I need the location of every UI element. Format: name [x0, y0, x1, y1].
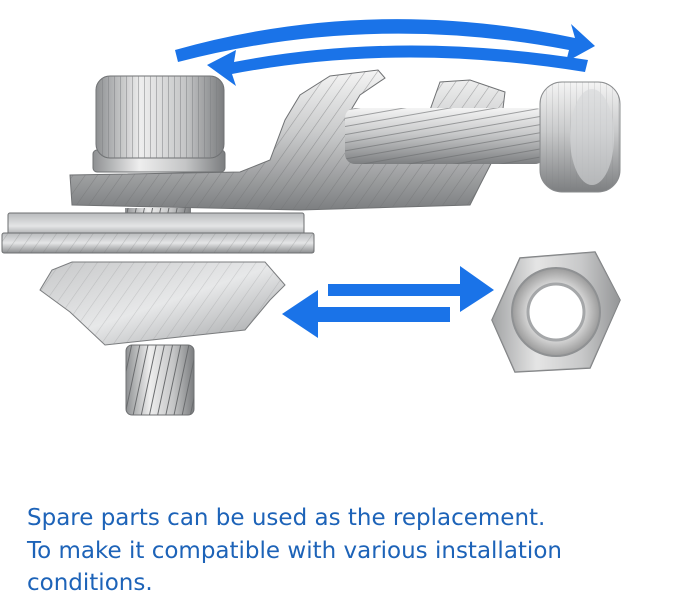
t-slot-nut: [39, 261, 286, 416]
product-illustration: [1, 19, 621, 416]
flat-plate: [1, 212, 315, 254]
caption-line-1: Spare parts can be used as the replaceme…: [27, 505, 546, 531]
caption-line-3: conditions.: [27, 570, 153, 596]
curved-double-arrow-icon: [175, 19, 595, 86]
caption: Spare parts can be used as the replaceme…: [27, 502, 667, 600]
hex-nut: [491, 251, 621, 373]
left-right-swap-arrow-icon: [282, 266, 494, 338]
caption-line-2: To make it compatible with various insta…: [27, 537, 562, 564]
horizontal-screw: [345, 81, 621, 193]
